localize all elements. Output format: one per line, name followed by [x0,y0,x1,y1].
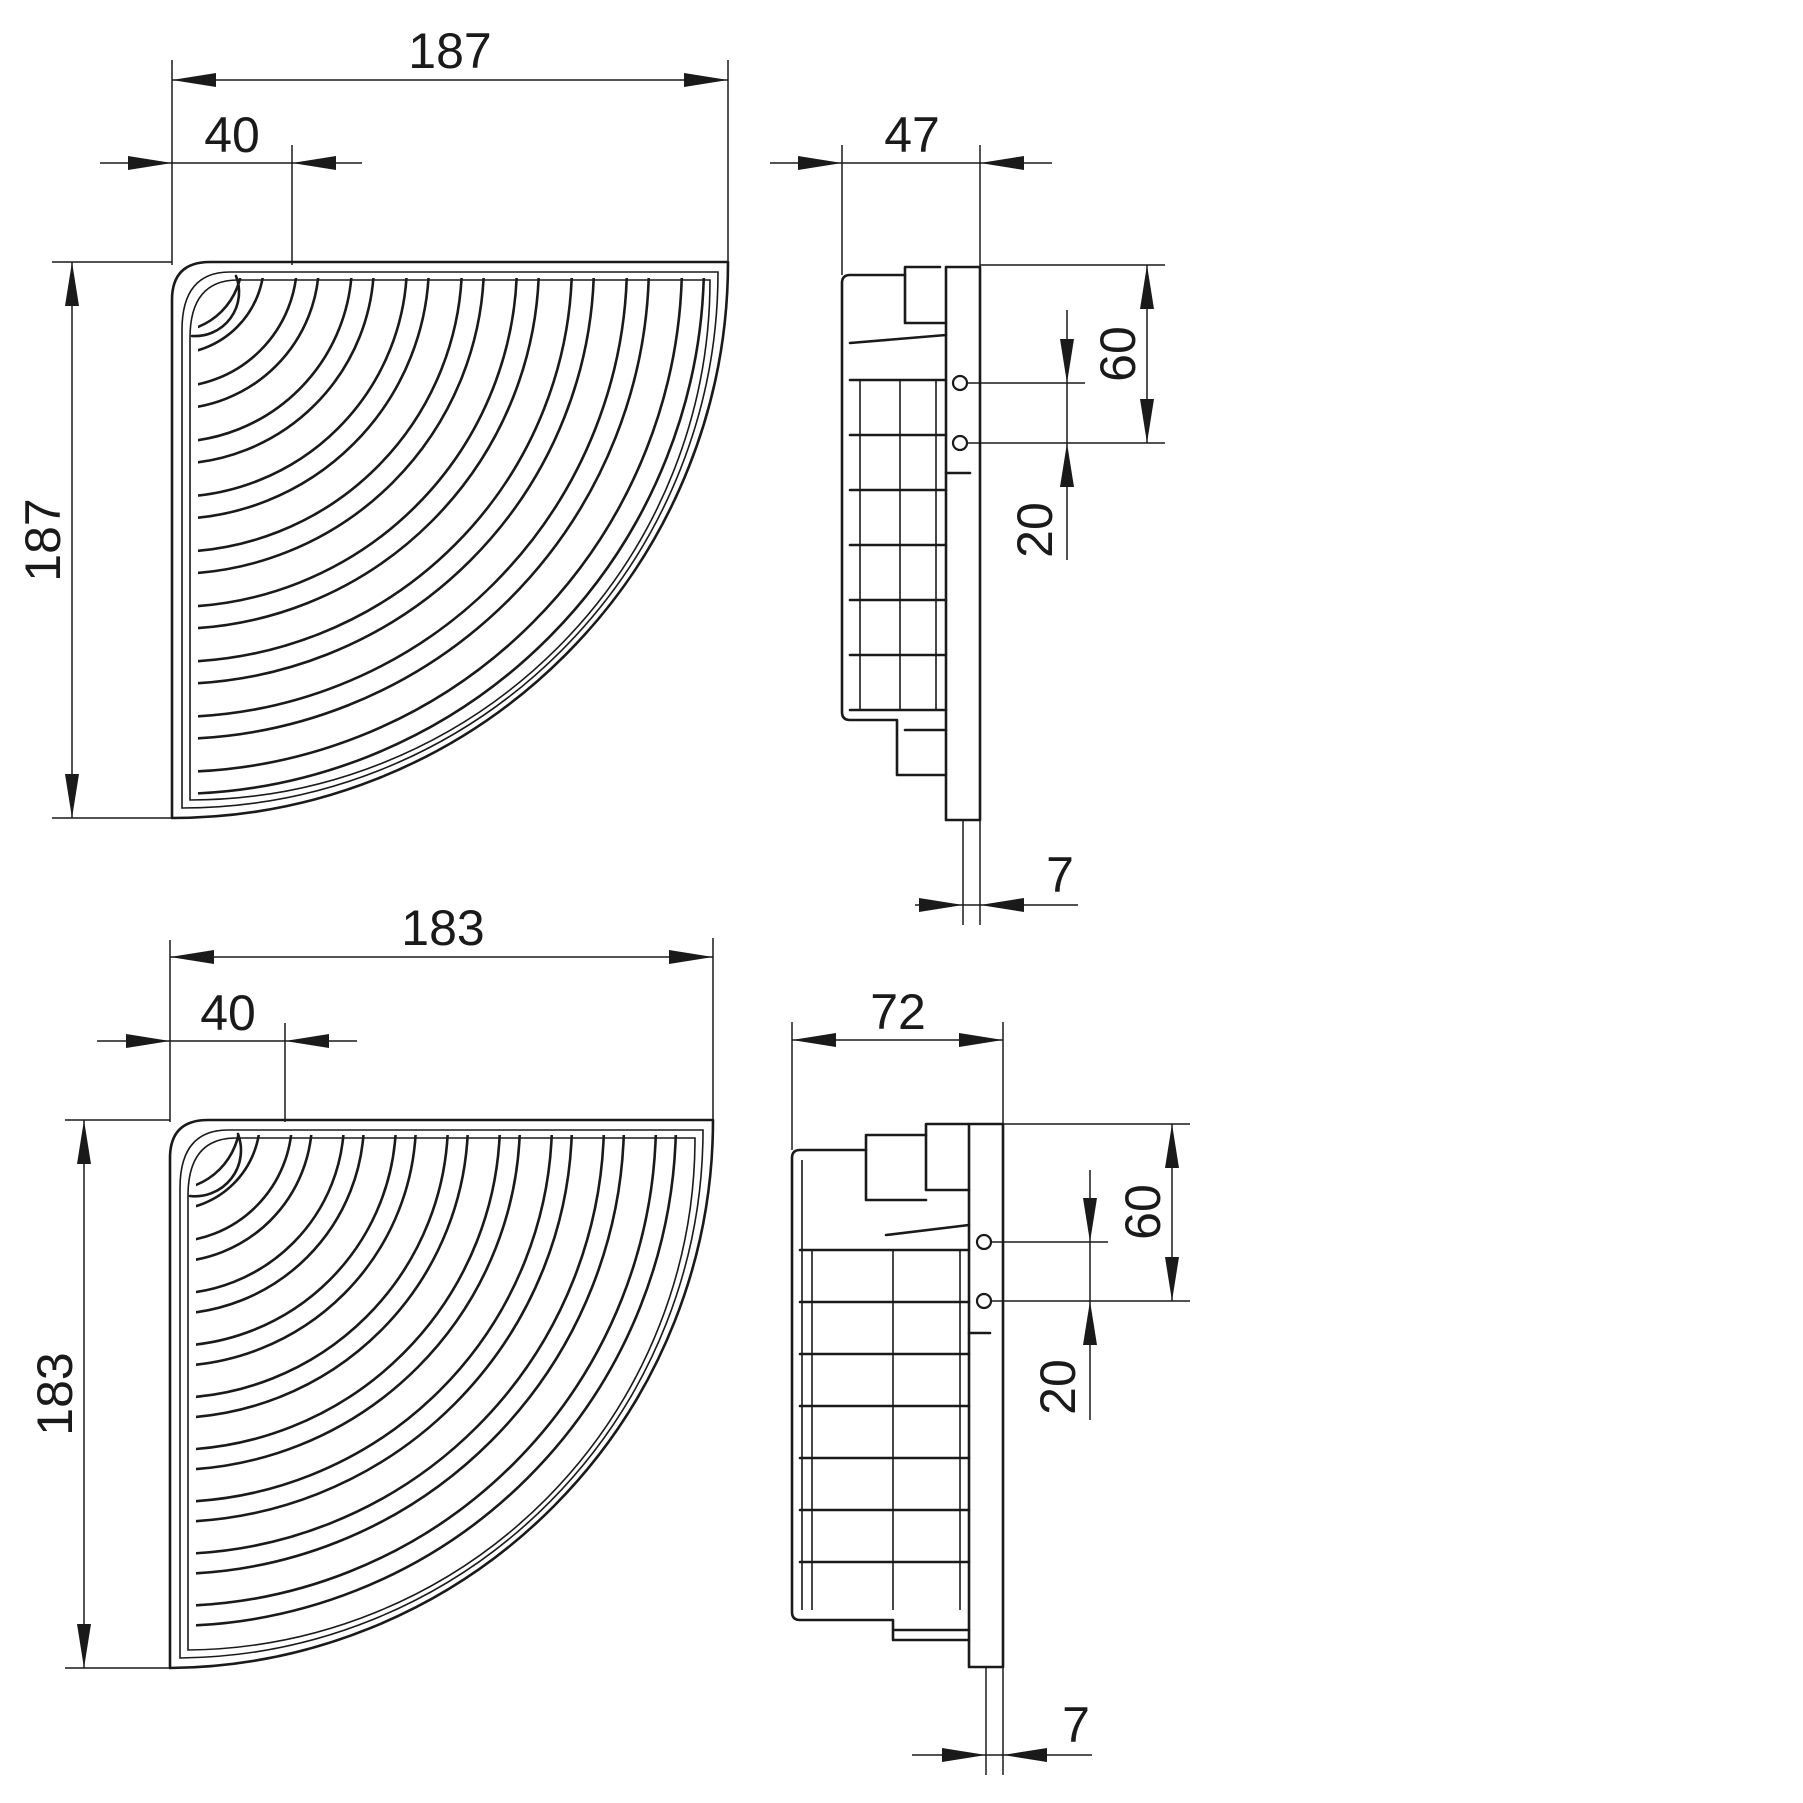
dimension-label: 47 [884,107,940,163]
dimension-hole-offset-small: 20 [968,310,1085,560]
slot-arc [196,1135,398,1348]
dimension-offset-small: 40 [100,107,362,265]
mounting-hole [975,1292,993,1310]
wall-plate [944,265,982,822]
slot-arc [196,1135,294,1244]
slot-arc [198,278,486,576]
dimension-width-large: 183 [169,900,714,1122]
dimension-hole-offset-large: 20 [992,1170,1108,1420]
dimension-height-small: 187 [15,261,172,819]
dimension-label: 40 [200,985,256,1041]
dimension-label: 20 [1030,1359,1086,1415]
dimension-label: 183 [27,1352,83,1435]
slot-arc [198,278,244,334]
dimension-label: 40 [204,107,260,163]
slot-arc [198,278,574,664]
slot-arc [196,1135,554,1504]
dimension-label: 183 [401,900,484,956]
shelf-side-view-large [790,1122,1005,1669]
slot-arc [198,278,684,774]
slot-arc [198,278,519,609]
dimension-label: 20 [1007,502,1063,558]
drain-slots [198,278,706,796]
dimension-height-large: 183 [27,1119,170,1669]
slot-arc [198,278,321,411]
slot-arc [196,1135,366,1316]
dimension-label: 7 [1046,847,1074,903]
shelf-inner-rim-2 [187,1137,696,1651]
mounting-hole [951,434,969,452]
slot-arc [196,1135,450,1400]
slot-arc [198,278,266,356]
slot-arc [198,278,629,719]
slot-arc [196,1135,346,1296]
basket-body [840,273,948,777]
dimension-label: 187 [15,498,71,581]
slot-arc [198,278,464,554]
dimension-depth-small: 47 [770,107,1052,275]
slot-arc [196,1135,678,1628]
dimension-label: 187 [408,23,491,79]
shelf-outline [168,1118,715,1670]
dimension-label: 60 [1115,1184,1171,1240]
slot-arc [196,1135,522,1472]
slot-arc [196,1135,242,1192]
shelf-inner-rim [179,1129,704,1659]
basket-wires [798,1248,971,1610]
shelf-inner-rim [181,271,719,809]
dimension-width-small: 187 [171,23,729,265]
mounting-hole [951,374,969,392]
mounting-hole [975,1233,993,1251]
slot-arc [196,1135,658,1608]
slot-arc [196,1135,502,1452]
slot-arc [198,278,376,466]
slot-arc [196,1135,262,1212]
slot-arc [198,278,299,389]
slot-arc [198,278,706,796]
dimension-depth-large: 72 [791,984,1004,1150]
slot-arc [196,1135,418,1368]
corner-radius [188,1132,243,1198]
slot-arc [198,278,541,631]
shelf-inner-rim-2 [189,279,711,801]
slot-arc [196,1135,314,1264]
slot-arc [196,1135,470,1420]
slot-arc [198,278,651,741]
slot-arc [196,1135,626,1576]
shelf-top-view-small [170,260,730,820]
slot-arc [198,278,409,499]
dimension-plate-large: 7 [912,1667,1092,1775]
slot-arc [196,1135,606,1556]
basket-body [790,1148,971,1642]
basket-back [864,1133,928,1202]
basket-wires [848,378,948,712]
slot-arc [196,1135,574,1524]
shelf-outline [170,260,730,820]
slot-arc [198,278,354,444]
dimension-label: 72 [870,984,926,1040]
wall-plate [967,1122,1005,1669]
dimension-offset-large: 40 [97,985,357,1122]
drain-slots [196,1135,678,1628]
slot-arc [198,278,431,521]
slot-arc [198,278,596,686]
shelf-side-view-small [840,265,982,822]
dimension-label: 60 [1090,326,1146,382]
dimension-hole-spacing-small: 60 [968,264,1165,444]
dimension-hole-spacing-large: 60 [992,1123,1190,1302]
dimension-plate-small: 7 [915,820,1078,925]
shelf-top-view-large [168,1118,715,1670]
dimension-label: 7 [1062,1697,1090,1753]
